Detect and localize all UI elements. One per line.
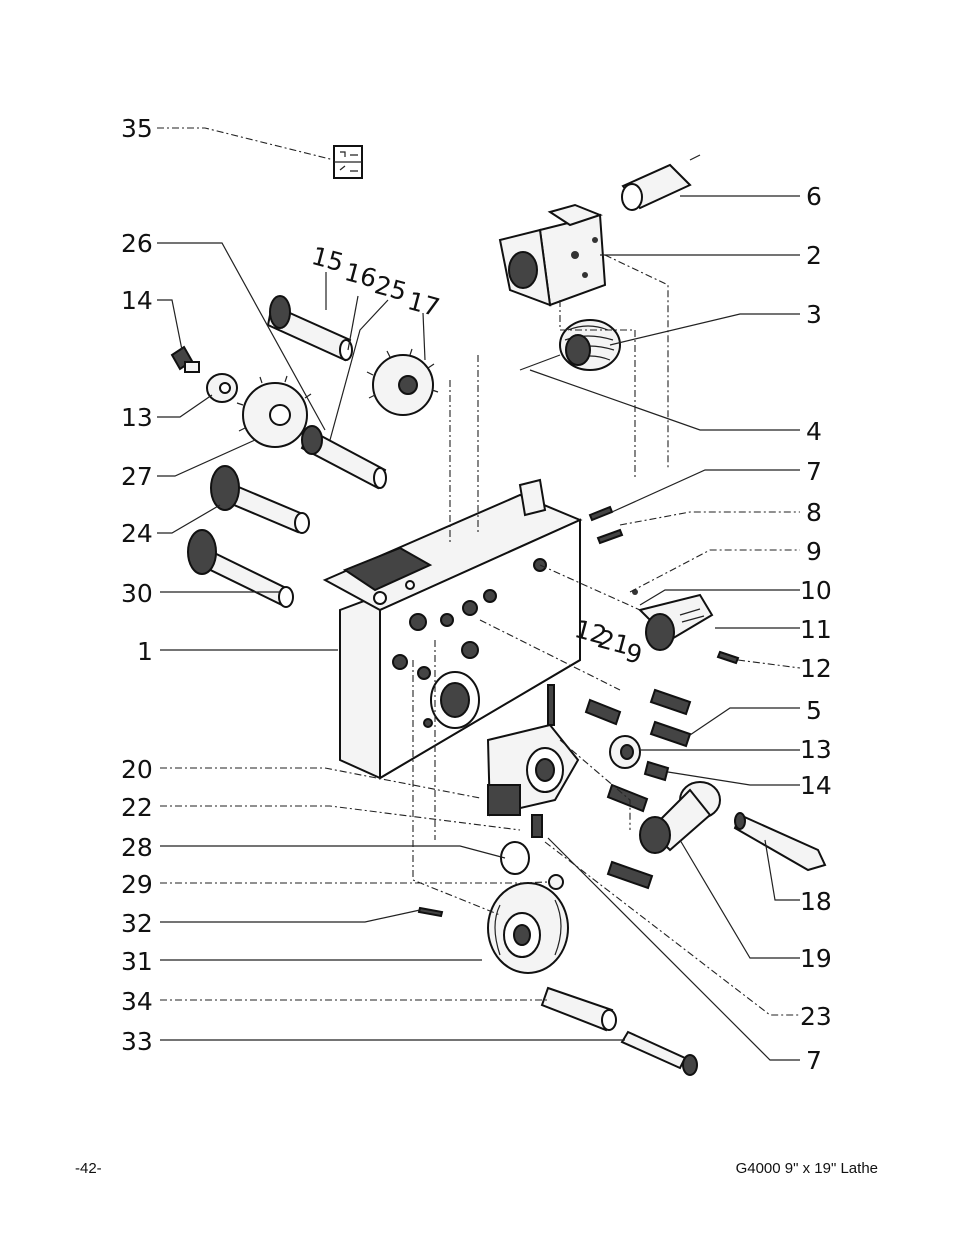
part-18-handle [733,812,827,872]
callout-9: 9 [806,537,822,566]
callout-11: 11 [800,615,832,644]
part-30-gear-shaft [187,529,294,608]
part-32-pin [417,906,444,918]
part-24-gear-shaft [210,465,310,534]
left-callouts: 35 26 14 13 27 24 30 1 20 22 28 29 32 31… [121,114,153,1056]
top-callouts: 15 16 25 17 [309,241,443,322]
part-34-sleeve [540,986,617,1032]
part-screws-mid [606,783,654,890]
callout-33: 33 [121,1027,153,1056]
callout-18: 18 [800,887,832,916]
part-5-screws [584,688,692,748]
part-17-gear [366,348,439,416]
part-25-shaft [300,425,387,490]
callout-27: 27 [121,462,153,491]
callout-32: 32 [121,909,153,938]
callout-7-upper: 7 [806,457,822,486]
callout-22: 22 [121,793,153,822]
callout-8: 8 [806,498,822,527]
callout-19: 19 [800,944,832,973]
part-31-handwheel [487,882,569,974]
part-20-bearing-block [486,723,580,817]
callout-35: 35 [121,114,153,143]
part-27-gear [236,375,313,448]
part-22-fitting [531,814,543,838]
callout-17: 17 [405,286,443,322]
callout-6: 6 [806,182,822,211]
part-29-ball [548,874,564,890]
callout-13-left: 13 [121,403,153,432]
callout-23: 23 [800,1002,832,1031]
callout-5: 5 [806,696,822,725]
callout-25: 25 [372,270,410,306]
part-11-lever-block [638,593,714,651]
callout-20: 20 [121,755,153,784]
callout-10: 10 [800,576,832,605]
callout-13-right: 13 [800,735,832,764]
part-14-screw-right [643,760,670,782]
callout-4: 4 [806,417,822,446]
part-35-label-plate [333,145,363,179]
leader-lines [157,127,801,1061]
callout-34: 34 [121,987,153,1016]
callout-15: 15 [309,241,347,277]
callout-24: 24 [121,519,153,548]
part-3-worm-gear [519,319,621,371]
callout-29: 29 [121,870,153,899]
part-13-washer-left [206,373,238,403]
manual-title: G4000 9" x 19" Lathe [735,1160,878,1177]
right-callouts: 6 2 3 4 7 8 9 10 11 12 5 13 14 18 19 23 … [800,182,832,1075]
part-14-screw-left [170,345,200,373]
part-6-shaft [621,154,701,211]
callout-7-lower: 7 [806,1046,822,1075]
part-13-washer-right [609,735,641,769]
mid-callouts: 12 21 9 [572,614,646,670]
callout-14-left: 14 [121,286,153,315]
callout-14-right: 14 [800,771,832,800]
part-2-bracket [498,203,607,307]
callout-26: 26 [121,229,153,258]
part-1-housing [322,478,583,780]
part-28-snap-ring [500,841,530,875]
part-15-gear-shaft [266,295,353,362]
callout-31: 31 [121,947,153,976]
callout-3: 3 [806,300,822,329]
callout-30: 30 [121,579,153,608]
callout-2: 2 [806,241,822,270]
callout-12: 12 [800,654,832,683]
callout-1: 1 [137,637,153,666]
part-33-bolt [620,1030,698,1076]
callout-28: 28 [121,833,153,862]
callout-9-mid: 9 [622,638,645,670]
part-19-gear-arm [639,781,721,854]
part-small-pins [547,505,740,726]
page-number: -42- [75,1160,102,1177]
